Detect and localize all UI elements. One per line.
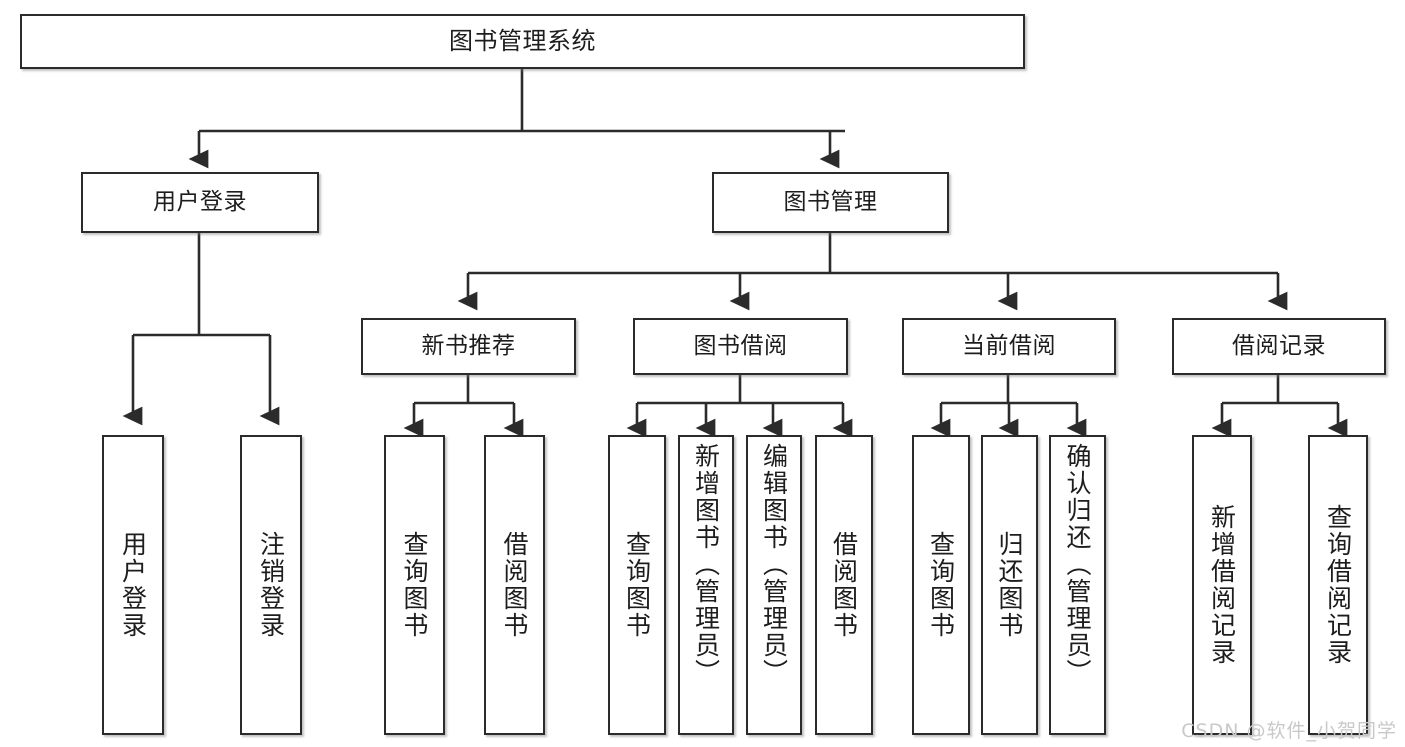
leaf-add-book-label: 新增图书（管理员）	[691, 443, 721, 686]
node-borrow-record-label: 借阅记录	[1232, 332, 1326, 359]
node-user-login-label: 用户登录	[153, 188, 247, 215]
leaf-return-book[interactable]: 归还图书	[981, 435, 1038, 735]
leaf-query-borrow-record[interactable]: 查询借阅记录	[1308, 435, 1368, 735]
node-user-login[interactable]: 用户登录	[81, 172, 319, 233]
node-book-management-label: 图书管理	[783, 188, 878, 215]
leaf-query-book-recommend-label: 查询图书	[400, 531, 429, 639]
leaf-query-borrow-record-label: 查询借阅记录	[1323, 504, 1353, 666]
node-current-borrow[interactable]: 当前借阅	[902, 318, 1116, 375]
node-new-book-recommend[interactable]: 新书推荐	[361, 318, 576, 375]
leaf-add-borrow-record[interactable]: 新增借阅记录	[1192, 435, 1252, 735]
leaf-borrow-book-recommend[interactable]: 借阅图书	[484, 435, 545, 735]
node-current-borrow-label: 当前借阅	[962, 332, 1056, 359]
leaf-user-login[interactable]: 用户登录	[102, 435, 164, 735]
leaf-query-book-recommend[interactable]: 查询图书	[384, 435, 445, 735]
leaf-query-book-borrow-label: 查询图书	[622, 531, 652, 639]
node-new-book-recommend-label: 新书推荐	[421, 332, 516, 359]
leaf-borrow-book-borrow-label: 借阅图书	[829, 531, 859, 639]
leaf-add-book[interactable]: 新增图书（管理员）	[678, 435, 734, 735]
node-book-borrow-label: 图书借阅	[693, 332, 788, 359]
leaf-query-book-current-label: 查询图书	[926, 531, 956, 639]
leaf-edit-book[interactable]: 编辑图书（管理员）	[746, 435, 802, 735]
node-root[interactable]: 图书管理系统	[20, 14, 1025, 69]
leaf-confirm-return[interactable]: 确认归还（管理员）	[1049, 435, 1106, 735]
node-book-borrow[interactable]: 图书借阅	[633, 318, 848, 375]
leaf-logout-login[interactable]: 注销登录	[240, 435, 302, 735]
leaf-query-book-borrow[interactable]: 查询图书	[608, 435, 666, 735]
node-root-label: 图书管理系统	[449, 27, 596, 56]
leaf-user-login-label: 用户登录	[118, 531, 148, 639]
leaf-borrow-book-recommend-label: 借阅图书	[500, 531, 529, 639]
leaf-return-book-label: 归还图书	[995, 531, 1024, 639]
leaf-confirm-return-label: 确认归还（管理员）	[1063, 443, 1092, 686]
leaf-query-book-current[interactable]: 查询图书	[912, 435, 970, 735]
node-borrow-record[interactable]: 借阅记录	[1172, 318, 1386, 375]
leaf-logout-login-label: 注销登录	[256, 531, 286, 639]
leaf-borrow-book-borrow[interactable]: 借阅图书	[815, 435, 873, 735]
csdn-watermark: CSDN @软件_小贺同学	[1181, 720, 1397, 742]
leaf-edit-book-label: 编辑图书（管理员）	[759, 443, 789, 686]
leaf-add-borrow-record-label: 新增借阅记录	[1207, 504, 1237, 666]
node-book-management[interactable]: 图书管理	[712, 172, 949, 233]
